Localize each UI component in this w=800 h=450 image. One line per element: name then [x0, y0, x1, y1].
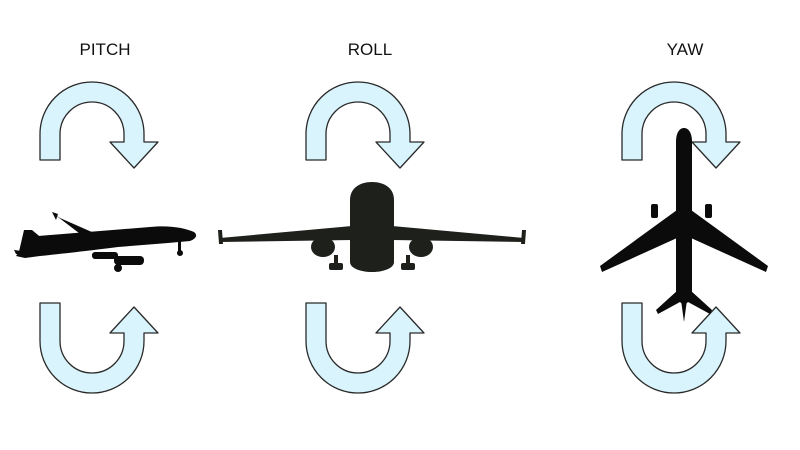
airplane-side-view-icon — [14, 212, 197, 272]
roll-lower-arrow-icon — [305, 302, 425, 394]
pitch-panel: PITCH — [14, 40, 197, 394]
airplane-front-view-icon — [218, 182, 526, 272]
airplane-top-view-icon — [600, 128, 768, 322]
pitch-upper-arrow-icon — [39, 81, 159, 169]
pitch-lower-arrow-icon — [39, 302, 159, 394]
yaw-panel: YAW — [600, 40, 768, 394]
roll-label: ROLL — [348, 40, 392, 59]
roll-panel: ROLL — [218, 40, 526, 394]
roll-upper-arrow-icon — [305, 81, 425, 169]
yaw-label: YAW — [667, 40, 704, 59]
yaw-lower-arrow-icon — [621, 302, 741, 394]
pitch-label: PITCH — [80, 40, 131, 59]
